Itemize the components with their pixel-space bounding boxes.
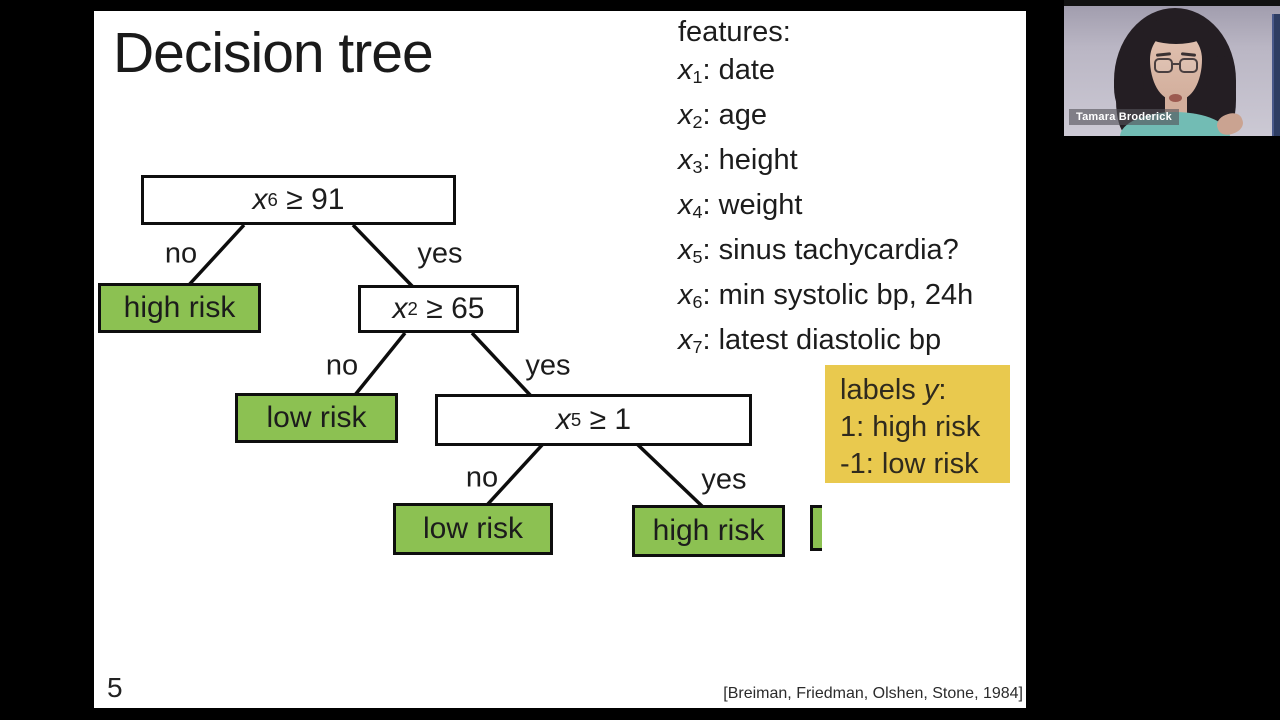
feature-item: x4: weight [678, 188, 803, 222]
edge-label-no-2: no [325, 349, 359, 382]
person-hair-fringe [1143, 18, 1209, 44]
leaf-node-low-risk-2: low risk [393, 503, 553, 555]
person-mouth [1169, 94, 1182, 102]
labels-box: labels y: 1: high risk -1: low risk [825, 365, 1010, 483]
page-number: 5 [107, 672, 123, 703]
webcam-name-tag: Tamara Broderick [1069, 109, 1179, 125]
slide-title: Decision tree [113, 21, 434, 85]
citation: [Breiman, Friedman, Olshen, Stone, 1984] [723, 685, 1023, 702]
feature-item: x3: height [678, 143, 798, 177]
glasses-bridge [1172, 63, 1180, 65]
labels-box-line: -1: low risk [840, 448, 979, 480]
partial-green-box [810, 505, 822, 551]
features-list: features: x1: date x2: age x3: height x4… [678, 13, 973, 366]
presentation-slide: Decision tree features: x1: date x2: age… [94, 11, 1026, 708]
webcam-tile: Tamara Broderick [1064, 0, 1280, 136]
feature-item: x5: sinus tachycardia? [678, 233, 959, 267]
labels-box-heading: labels y: [840, 374, 947, 406]
edge-label-no-3: no [465, 461, 499, 494]
features-heading: features: [678, 16, 791, 48]
glasses-lens-left [1154, 58, 1173, 73]
edge-label-no-1: no [164, 237, 198, 270]
feature-item: x6: min systolic bp, 24h [678, 278, 974, 312]
feature-item: x7: latest diastolic bp [678, 323, 942, 357]
labels-box-line: 1: high risk [840, 411, 981, 443]
background-blue-edge [1272, 14, 1280, 136]
leaf-node-low-risk-1: low risk [235, 393, 398, 443]
edge-label-yes-2: yes [525, 349, 571, 382]
glasses-lens-right [1179, 58, 1198, 73]
tree-edges [185, 223, 705, 509]
leaf-node-high-risk-2: high risk [632, 505, 785, 557]
edge-label-yes-3: yes [701, 463, 747, 496]
leaf-node-high-risk-1: high risk [98, 283, 261, 333]
webcam-top-band [1064, 0, 1280, 6]
feature-item: x1: date [678, 54, 776, 87]
edge-label-yes-1: yes [417, 237, 463, 270]
feature-item: x2: age [678, 98, 767, 132]
